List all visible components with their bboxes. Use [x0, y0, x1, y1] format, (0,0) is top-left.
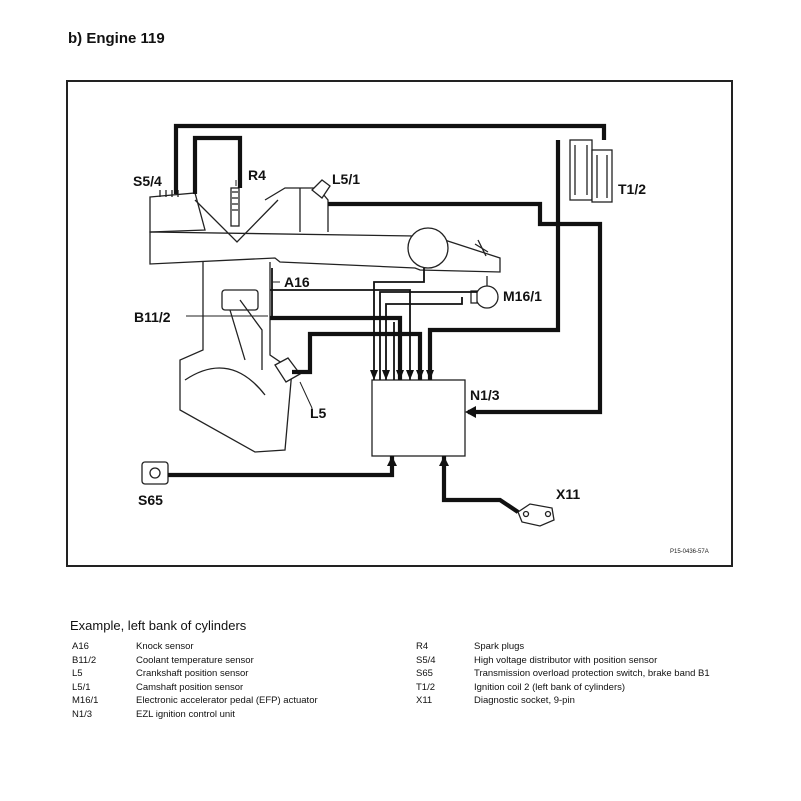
legend-desc: Electronic accelerator pedal (EFP) actua…: [136, 695, 318, 706]
legend-left: A16 Knock sensor B11/2 Coolant temperature…: [72, 640, 386, 721]
label-s65: S65: [138, 492, 163, 508]
label-t12: T1/2: [618, 181, 646, 197]
legend-desc: Spark plugs: [474, 641, 525, 652]
legend-title: Example, left bank of cylinders: [70, 618, 247, 633]
legend-right: R4 Spark plugs S5/4 High voltage distribut…: [416, 640, 719, 708]
leader-lines: [186, 180, 313, 409]
engine-block: [179, 262, 293, 453]
legend-desc: Diagnostic socket, 9-pin: [474, 695, 575, 706]
legend-code: L5/1: [72, 681, 91, 693]
legend-row: S5/4 High voltage distributor with positi…: [416, 654, 719, 668]
legend-code: R4: [416, 641, 429, 652]
throttle-body: [407, 227, 449, 269]
legend-row: T1/2 Ignition coil 2 (left bank of cylind…: [416, 681, 719, 695]
distributor-cap: [149, 192, 206, 233]
legend-row: L5/1 Camshaft position sensor: [72, 681, 386, 695]
wire-x11-n13: [441, 456, 520, 514]
diagnostic-socket: [517, 503, 555, 527]
legend-desc: EZL ignition control unit: [136, 708, 235, 720]
legend-desc: Crankshaft position sensor: [136, 668, 249, 679]
legend-code: L5: [72, 668, 83, 679]
figure-reference: P15-0436-57A: [670, 549, 709, 555]
legend-row: N1/3 EZL ignition control unit: [72, 708, 386, 722]
label-a16: A16: [284, 274, 310, 290]
legend-desc: High voltage distributor with position s…: [474, 654, 658, 666]
legend-desc: Knock sensor: [136, 641, 194, 652]
legend-code: X11: [416, 695, 433, 706]
legend-code: S65: [416, 668, 433, 679]
spark-plug: [230, 187, 240, 227]
wiring-harness: [168, 123, 607, 514]
legend-row: R4 Spark plugs: [416, 640, 719, 654]
ignition-coil: [569, 139, 593, 201]
legend-row: L5 Crankshaft position sensor: [72, 667, 386, 681]
legend-code: N1/3: [72, 708, 93, 720]
legend-desc: Transmission overload protection switch,…: [474, 668, 710, 679]
signal-wires: [270, 268, 477, 380]
page-heading: b) Engine 119: [68, 30, 165, 47]
label-l51: L5/1: [332, 171, 360, 187]
engine-drawing: [141, 139, 613, 527]
wire-crank-n13: [292, 331, 423, 380]
label-l5: L5: [310, 405, 327, 421]
wire-coolant-n13: [270, 315, 403, 380]
label-r4: R4: [248, 167, 266, 183]
label-n13: N1/3: [470, 387, 500, 403]
wire-camshaft-n13: [328, 201, 603, 415]
legend-desc: Coolant temperature sensor: [136, 654, 254, 666]
cylinder-head: [194, 199, 279, 243]
arrow-heads: [370, 370, 476, 466]
legend-code: M16/1: [72, 695, 99, 706]
label-b112: B11/2: [134, 309, 171, 325]
legend-code: S5/4: [416, 654, 436, 666]
control-unit-n13: [371, 379, 466, 457]
label-s54: S5/4: [133, 173, 162, 189]
wire-coil-n13: [427, 140, 561, 380]
wire-spark-plug: [192, 135, 243, 194]
legend-code: T1/2: [416, 681, 436, 693]
switch-s65: [141, 461, 169, 485]
wire-s65-n13: [168, 456, 395, 478]
efp-actuator: [475, 285, 499, 309]
label-x11: X11: [556, 486, 580, 502]
label-m161: M16/1: [503, 288, 542, 304]
diagram-frame: [66, 80, 733, 567]
legend-row: S65 Transmission overload protection swit…: [416, 667, 719, 681]
legend-desc: Ignition coil 2 (left bank of cylinders): [474, 681, 626, 693]
legend-code: B11/2: [72, 654, 97, 666]
camshaft-sensor: [311, 179, 331, 199]
legend-row: A16 Knock sensor: [72, 640, 386, 654]
legend-row: X11 Diagnostic socket, 9-pin: [416, 694, 719, 708]
legend-desc: Camshaft position sensor: [136, 681, 244, 693]
wire-distributor-coil: [173, 123, 607, 194]
legend-row: B11/2 Coolant temperature sensor: [72, 654, 386, 668]
legend-row: M16/1 Electronic accelerator pedal (EFP) …: [72, 694, 386, 708]
legend-code: A16: [72, 641, 89, 652]
